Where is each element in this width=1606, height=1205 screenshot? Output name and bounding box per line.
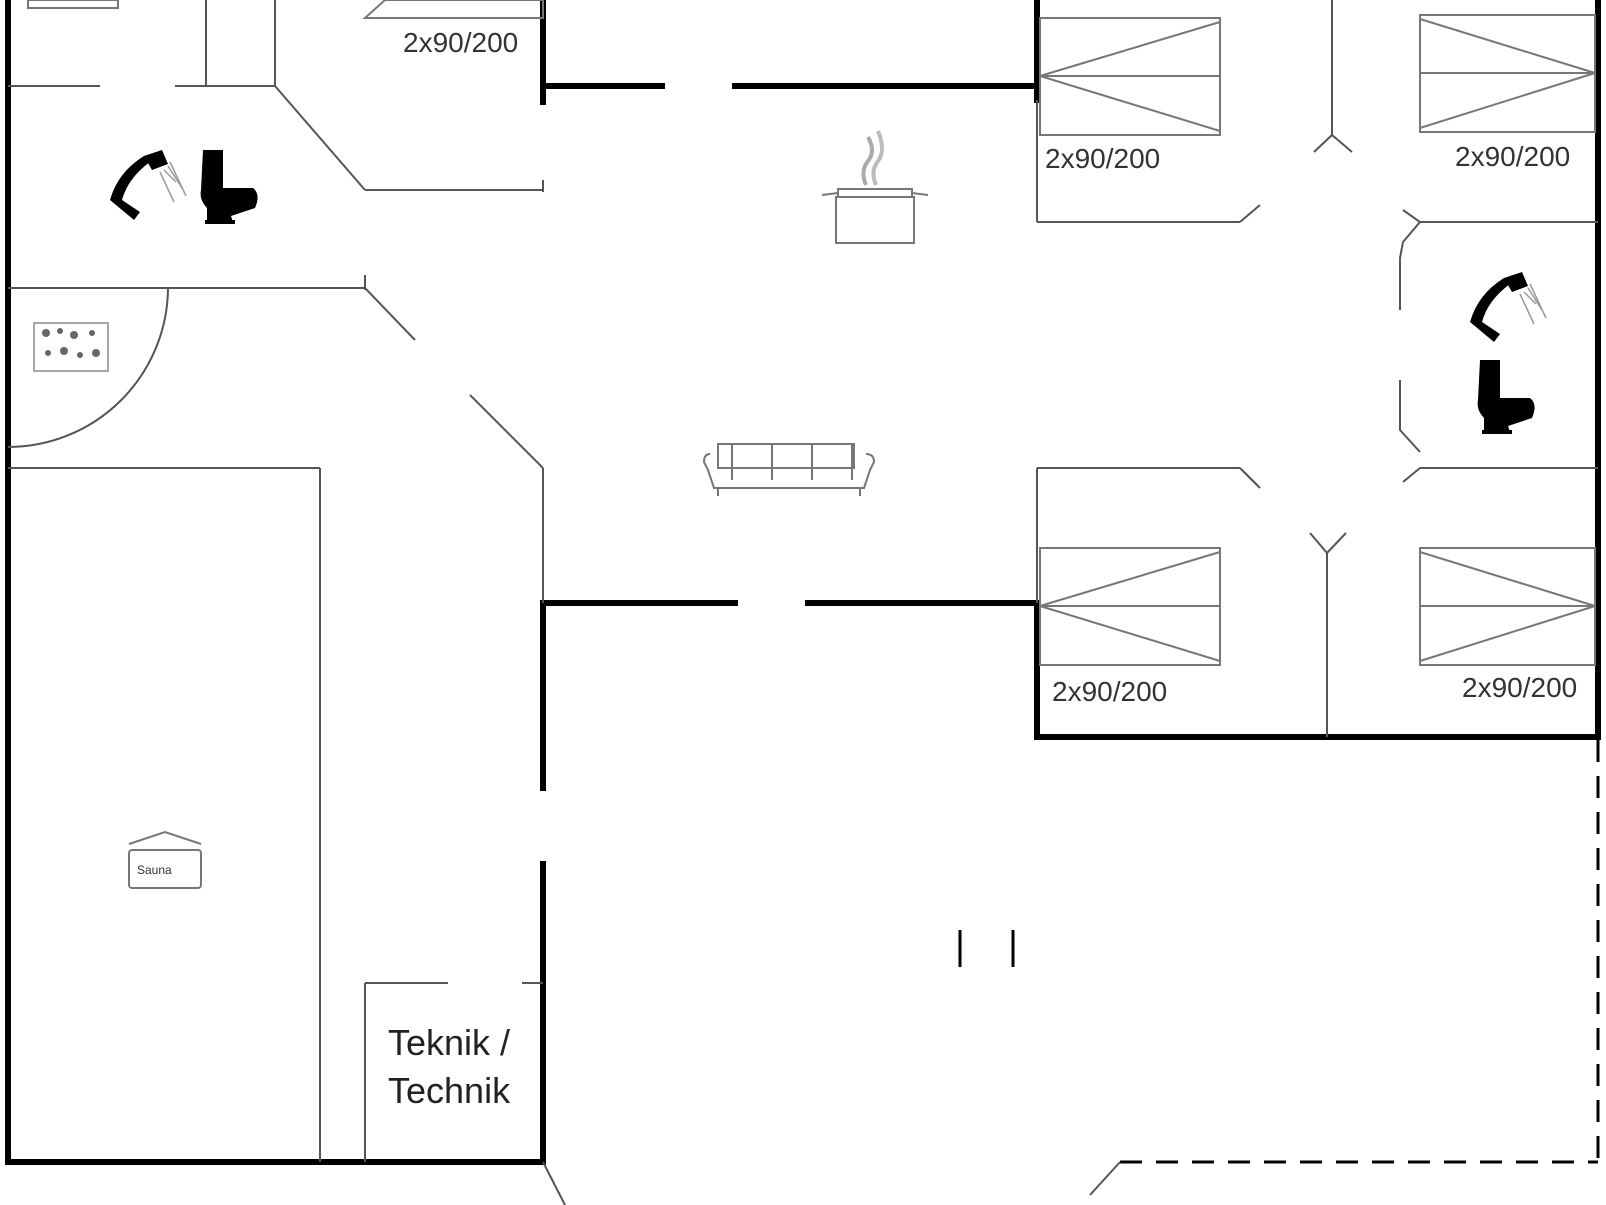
shower-icon-right — [1470, 272, 1547, 342]
sauna-icon: Sauna — [128, 830, 202, 889]
technik-room-label-line2: Technik — [388, 1070, 511, 1111]
terrace-marker — [958, 930, 1015, 967]
bed-label: 2x90/200 — [1462, 672, 1577, 703]
washer-icon — [33, 322, 109, 372]
interior-walls-right — [1036, 0, 1598, 737]
bed-upper-right: 2x90/200 — [1419, 14, 1596, 172]
outer-walls — [5, 0, 1601, 1165]
interior-walls-left — [7, 0, 566, 1205]
bed-label: 2x90/200 — [1045, 143, 1160, 174]
cooking-pot-icon — [821, 130, 929, 244]
sauna-label: Sauna — [137, 863, 172, 877]
shower-icon — [110, 150, 187, 220]
toilet-icon-right — [1477, 360, 1535, 434]
bed-lower-right: 2x90/200 — [1419, 547, 1596, 703]
technik-room-label-line1: Teknik / — [388, 1022, 510, 1063]
toilet-icon — [200, 150, 258, 224]
bed-top-left-partial: 2x90/200 — [362, 0, 544, 58]
bed-label: 2x90/200 — [403, 27, 518, 58]
terrace-outline — [1089, 740, 1600, 1196]
bed-label: 2x90/200 — [1052, 676, 1167, 707]
fixture-top-left — [27, 0, 119, 9]
bed-upper-left: 2x90/200 — [1039, 17, 1221, 174]
living-area-walls — [540, 0, 1040, 1165]
sofa-icon — [702, 443, 876, 496]
bed-lower-left: 2x90/200 — [1039, 547, 1221, 707]
bed-label: 2x90/200 — [1455, 141, 1570, 172]
